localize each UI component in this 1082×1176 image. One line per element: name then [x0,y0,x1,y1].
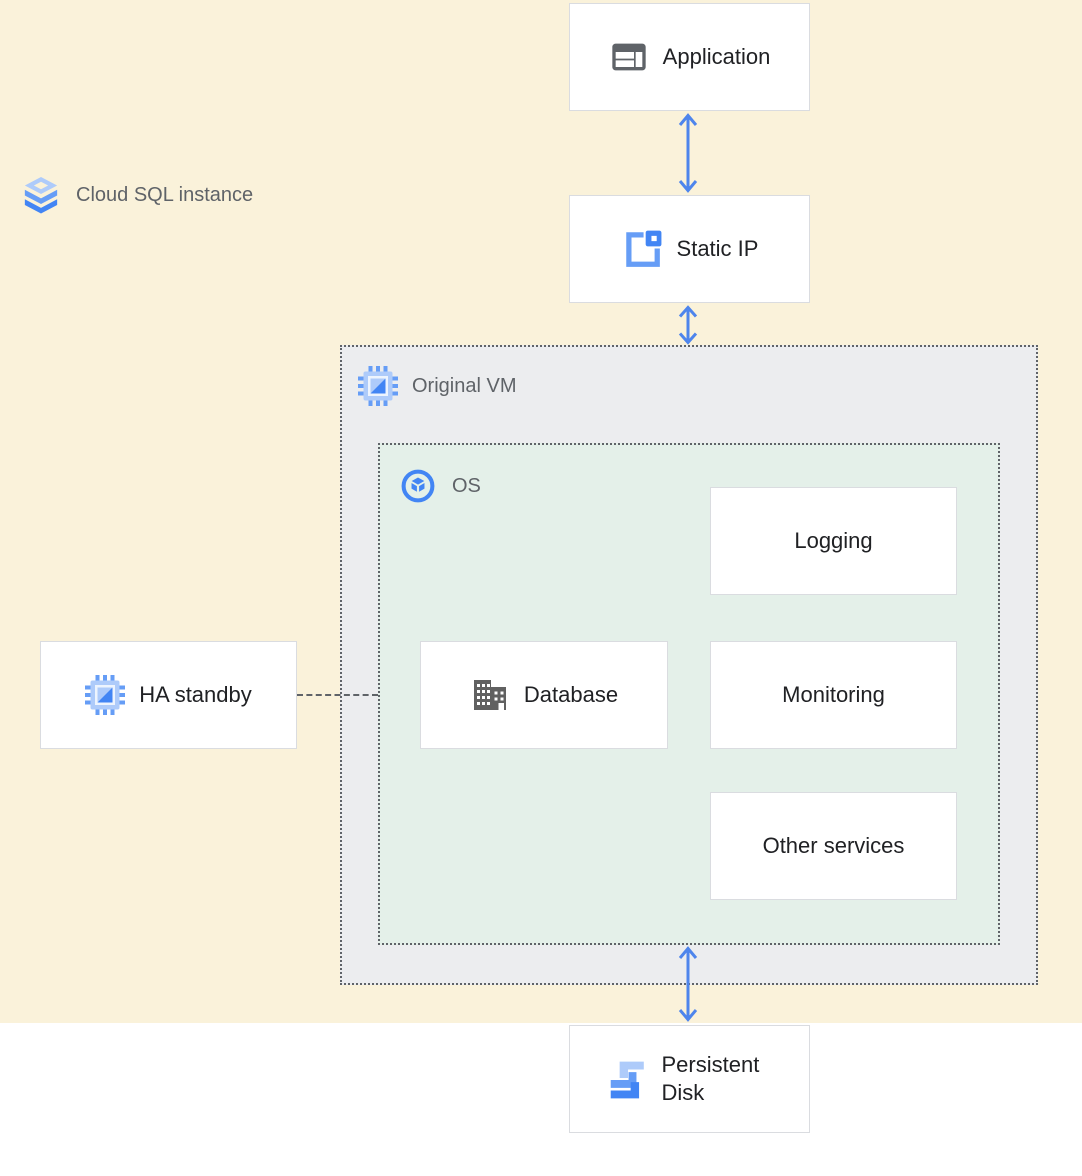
original-vm-label: Original VM [358,366,516,406]
arrow-vm-persistent-disk [675,945,701,1023]
persistent-disk-icon [606,1058,648,1100]
connector-ha-standby-vm [297,694,378,696]
monitoring-node: Monitoring [710,641,957,749]
original-vm-text: Original VM [412,374,517,397]
persistent-disk-text: Persistent Disk [661,1052,760,1105]
static-ip-node: Static IP [569,195,810,303]
static-ip-text: Static IP [676,236,759,261]
os-text: OS [452,474,481,497]
app-window-icon [609,37,649,77]
cloud-sql-instance-text: Cloud SQL instance [76,183,254,206]
logging-node: Logging [710,487,957,595]
cloud-sql-instance-label: Cloud SQL instance [22,176,253,214]
application-text: Application [662,44,771,69]
cloud-sql-icon [22,176,60,214]
external-ip-icon [621,228,663,270]
persistent-disk-node: Persistent Disk [569,1025,810,1133]
ha-standby-text: HA standby [139,682,252,707]
logging-text: Logging [794,528,873,553]
os-cube-circle-icon [400,468,436,504]
other-services-text: Other services [762,833,905,858]
os-label: OS [400,468,481,504]
database-node: Database [420,641,668,749]
monitoring-text: Monitoring [782,682,885,707]
other-services-node: Other services [710,792,957,900]
database-text: Database [523,682,619,707]
compute-engine-chip-icon [85,675,126,715]
arrow-staticip-vm [675,305,701,345]
arrow-application-staticip [675,112,701,194]
compute-engine-chip-icon [358,366,398,406]
building-domain-icon [470,675,510,715]
application-node: Application [569,3,810,111]
ha-standby-node: HA standby [40,641,297,749]
